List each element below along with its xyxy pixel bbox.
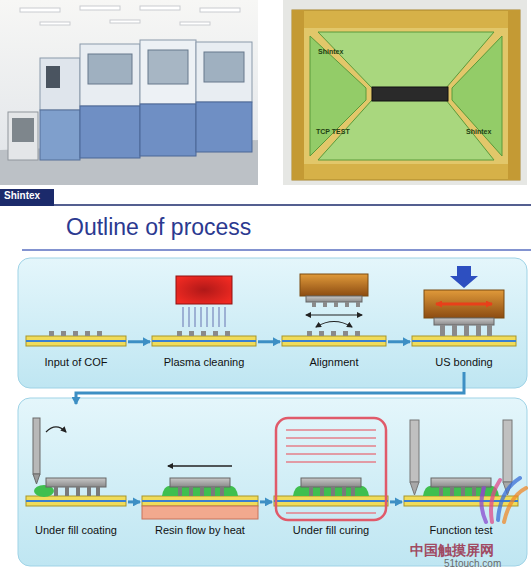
flow-arrow <box>76 372 464 404</box>
step-label: Alignment <box>310 356 359 369</box>
cof-substrate <box>26 496 518 506</box>
ultrasonic-head <box>424 266 504 336</box>
heater-plate <box>142 466 258 519</box>
process-step: Function test <box>402 404 520 540</box>
cof-substrate <box>26 336 516 346</box>
page-title: Outline of process <box>66 214 251 240</box>
flow-arrow <box>260 500 272 503</box>
flow-arrow <box>258 340 280 343</box>
bump <box>49 331 360 336</box>
process-step: US bonding <box>410 264 518 372</box>
step-label: Function test <box>430 524 493 537</box>
chip <box>46 478 491 487</box>
watermark: 51touch.com <box>444 558 501 570</box>
process-step: Plasma cleaning <box>150 264 258 372</box>
process-panel <box>18 258 527 388</box>
sample-marking: TCP TEST <box>316 128 350 136</box>
step-label: Plasma cleaning <box>164 356 245 369</box>
machine-photo <box>0 0 258 185</box>
step-label: Under fill coating <box>35 524 117 537</box>
flow-arrow <box>128 340 150 343</box>
sample-marking: Shintex <box>318 48 343 56</box>
flow-arrow <box>128 500 140 503</box>
plasma-source <box>176 276 232 327</box>
process-step: Under fill coating <box>24 404 128 540</box>
curing-oven <box>276 418 386 520</box>
brand-tab: Shintex <box>4 190 40 202</box>
step-label: Resin flow by heat <box>155 524 245 537</box>
process-step: Resin flow by heat <box>140 404 260 540</box>
process-step: Under fill curing <box>272 404 390 540</box>
step-label: Input of COF <box>45 356 108 369</box>
bump <box>54 487 485 496</box>
step-label: Under fill curing <box>293 524 369 537</box>
process-step: Alignment <box>280 264 388 372</box>
process-step: Input of COF <box>24 264 128 372</box>
bonding-head <box>300 274 368 327</box>
cof-sample-photo <box>283 0 527 185</box>
header-decoration <box>0 189 531 250</box>
sample-marking: Shintex <box>466 128 491 136</box>
flow-arrow <box>390 500 402 503</box>
step-label: US bonding <box>435 356 493 369</box>
flow-arrow <box>388 340 410 343</box>
process-panel <box>18 398 527 566</box>
dispense-needle <box>33 418 66 484</box>
watermark-logo <box>481 478 526 522</box>
watermark: 中国触摸屏网 <box>410 542 494 558</box>
